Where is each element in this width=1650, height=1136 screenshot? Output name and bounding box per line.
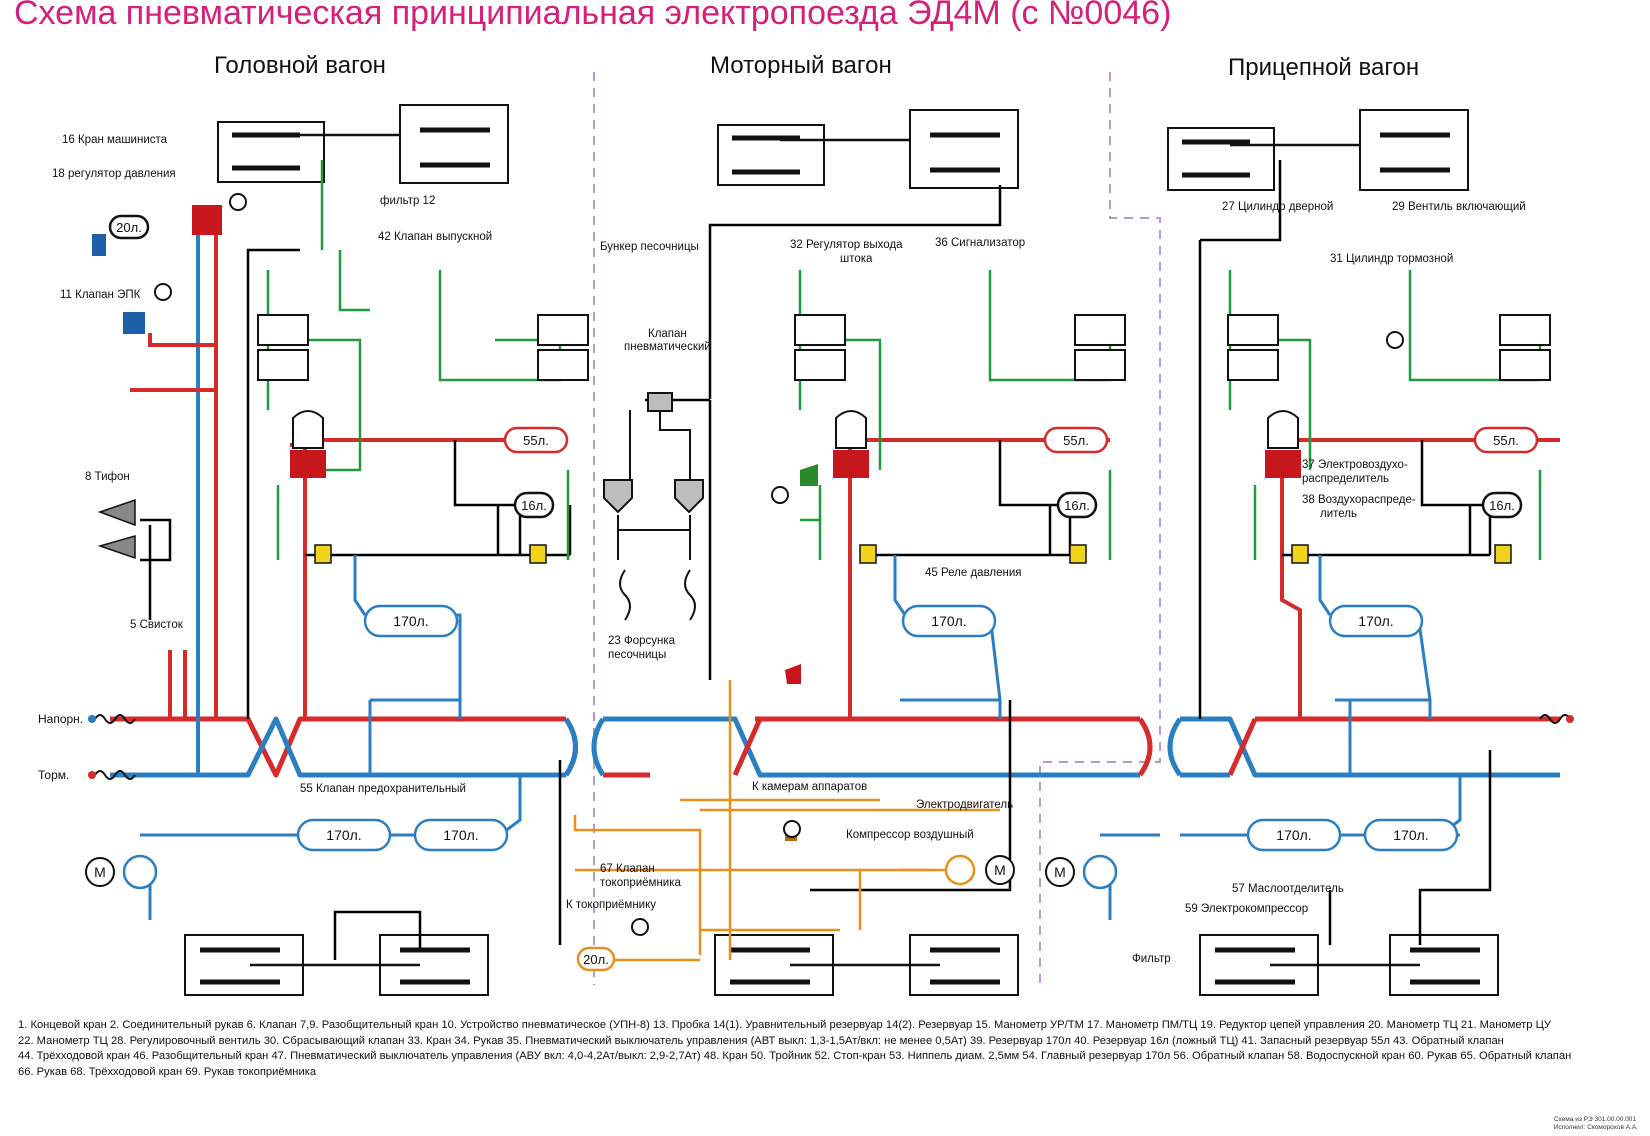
- callout-59: 59 Электрокомпрессор: [1185, 903, 1308, 915]
- reservoir-20-orange: [576, 946, 616, 972]
- gauges: [154, 193, 1404, 936]
- callout-27: 27 Цилиндр дверной: [1222, 201, 1333, 213]
- line-crossovers: [563, 717, 1258, 778]
- motors: [85, 855, 1075, 887]
- reservoir-16-head: 16л.: [521, 498, 547, 513]
- footnote: Схема из РЭ 301.00.00.001 Исполнил: Ском…: [1554, 1116, 1638, 1132]
- reservoir-55-motor: 55л.: [1063, 433, 1089, 448]
- callout-45: 45 Реле давления: [925, 567, 1022, 579]
- car-title-head: Головной вагон: [214, 52, 386, 79]
- callout-36: 36 Сигнализатор: [935, 237, 1025, 249]
- footnote-line-1: Схема из РЭ 301.00.00.001: [1553, 1116, 1637, 1123]
- main-reservoir-4: 170л.: [1393, 827, 1428, 843]
- callout-32-1: 32 Регулятор выхода: [790, 239, 903, 251]
- reservoirs-55: [503, 426, 1539, 454]
- main-reservoir-1: 170л.: [326, 827, 361, 843]
- legend-line-2: 22. Манометр ТЦ 28. Регулировочный венти…: [18, 1034, 1504, 1047]
- hose-end-pressure: [88, 715, 96, 723]
- callout-38-2: литель: [1320, 508, 1357, 520]
- car-title-trailer: Прицепной вагон: [1228, 54, 1420, 81]
- callout-valve-2: пневматический: [624, 341, 711, 353]
- reservoir-label-motor: 170л.: [931, 613, 966, 629]
- callout-29: 29 Вентиль включающий: [1392, 201, 1526, 213]
- reservoir-55-head: 55л.: [523, 433, 549, 448]
- door-valve-lines: [250, 133, 1420, 967]
- callout-31: 31 Цилиндр тормозной: [1330, 253, 1453, 265]
- control-lines: [140, 160, 1492, 960]
- hose-end-brake: [88, 771, 96, 779]
- motor-symbol-1: М: [94, 864, 106, 880]
- pressure-regulator: [92, 234, 106, 256]
- reservoir-55-trailer: 55л.: [1493, 433, 1519, 448]
- callout-32-2: штока: [840, 253, 873, 265]
- reservoirs-16: [108, 214, 1523, 519]
- callout-67-2: токоприёмника: [600, 877, 681, 889]
- blue-auxiliary-lines: [140, 555, 1462, 920]
- motor-symbol-3: М: [994, 862, 1006, 878]
- callout-38-1: 38 Воздухораспреде-: [1302, 494, 1416, 506]
- callout-23-2: песочницы: [608, 649, 666, 661]
- pressure-relays: [314, 544, 1512, 564]
- pressure-main-line: [110, 716, 1560, 778]
- legend-line-3: 44. Трёхходовой кран 46. Разобщительный …: [18, 1050, 1572, 1063]
- callout-compressor: Компрессор воздушный: [846, 829, 974, 841]
- horn-whistle: [97, 498, 136, 560]
- callout-filter-12: фильтр 12: [380, 195, 435, 207]
- reservoir-20-panto: 20л.: [583, 952, 609, 967]
- reservoir-16-trailer: 16л.: [1489, 498, 1515, 513]
- callout-texts: 16 Кран машиниста 18 регулятор давления …: [52, 134, 1526, 965]
- motor-symbol-2: М: [1054, 864, 1066, 880]
- callout-55: 55 Клапан предохранительный: [300, 783, 466, 795]
- compressors: [122, 854, 1118, 890]
- brake-main-line: [110, 716, 1560, 778]
- car-separators: [593, 72, 1161, 985]
- callout-67-1: 67 Клапан: [600, 863, 655, 875]
- callout-to-cams: К камерам аппаратов: [752, 781, 867, 793]
- brake-cylinders: [257, 314, 1551, 381]
- hose-end-right: [1566, 715, 1574, 723]
- car-title-motor: Моторный вагон: [710, 52, 892, 79]
- label-pressure-line: Напорн.: [38, 712, 83, 726]
- callout-37-1: 37 Электровоздухо-: [1302, 459, 1408, 471]
- footnote-line-2: Исполнил: Скоморохов А.А.: [1553, 1124, 1638, 1131]
- callout-37-2: распределитель: [1302, 473, 1389, 485]
- coupling-hoses: [94, 714, 1571, 780]
- legend-line-4: 66. Рукав 68. Трёхходовой кран 69. Рукав…: [18, 1065, 317, 1078]
- callout-5: 5 Свисток: [130, 619, 184, 631]
- label-brake-line: Торм.: [38, 768, 69, 782]
- callout-57: 57 Маслоотделитель: [1232, 883, 1344, 895]
- callout-to-panto: К токоприёмнику: [566, 899, 656, 911]
- callout-11: 11 Клапан ЭПК: [60, 289, 141, 301]
- sand-system: [603, 392, 704, 514]
- legend-line-1: 1. Концевой кран 2. Соединительный рукав…: [18, 1019, 1552, 1031]
- reservoir-20-head: 20л.: [116, 220, 142, 235]
- air-distributors: [290, 410, 1301, 478]
- epk-valve: [123, 312, 145, 334]
- callout-motor: Электродвигатель: [916, 799, 1013, 811]
- switch-35: [800, 464, 818, 486]
- reservoir-16-motor: 16л.: [1064, 498, 1090, 513]
- legend: 1. Концевой кран 2. Соединительный рукав…: [18, 1018, 1638, 1080]
- callout-16: 16 Кран машиниста: [62, 134, 168, 146]
- callout-23-1: 23 Форсунка: [608, 635, 676, 647]
- main-reservoir-3: 170л.: [1276, 827, 1311, 843]
- switch-47: [785, 664, 801, 684]
- callout-8: 8 Тифон: [85, 471, 130, 483]
- reservoirs-170: [296, 604, 1459, 852]
- callout-42: 42 Клапан выпускной: [378, 231, 492, 243]
- main-reservoir-2: 170л.: [443, 827, 478, 843]
- driver-valve: [192, 205, 222, 235]
- reservoir-label-trailer: 170л.: [1358, 613, 1393, 629]
- door-cylinder-rods: [200, 127, 1480, 985]
- callout-valve-1: Клапан: [648, 328, 687, 340]
- reservoir-label-head: 170л.: [393, 613, 428, 629]
- pantograph-circuit: [573, 680, 1000, 962]
- page-title: Схема пневматическая принципиальная элек…: [14, 0, 1172, 32]
- callout-filter: Фильтр: [1132, 953, 1171, 965]
- callout-bunker: Бункер песочницы: [600, 241, 699, 253]
- compressor-orange: [944, 854, 976, 886]
- callout-18: 18 регулятор давления: [52, 168, 176, 180]
- sand-lines: [617, 410, 696, 621]
